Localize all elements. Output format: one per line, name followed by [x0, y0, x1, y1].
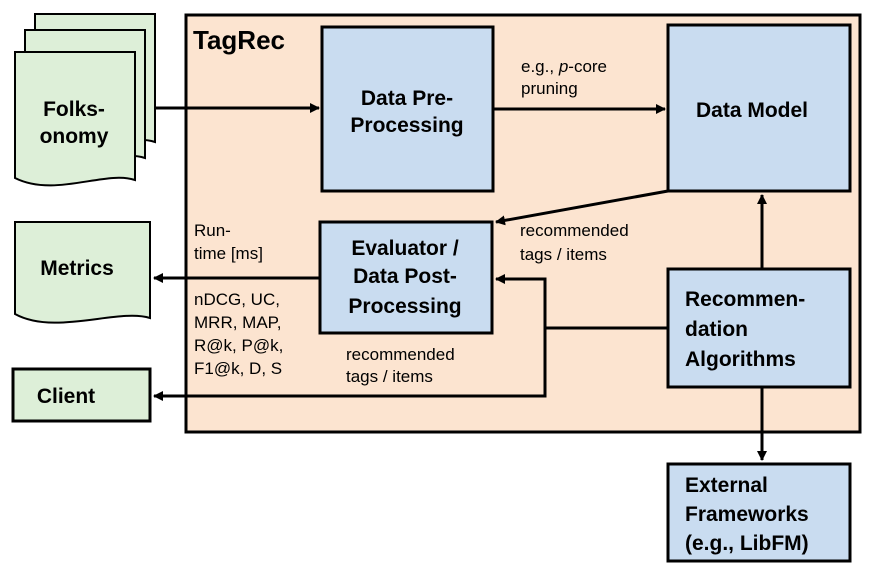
- external-frameworks-line1: External: [685, 474, 768, 497]
- runtime-line1: Run-: [194, 221, 231, 240]
- metrics-list-line1: nDCG, UC,: [194, 290, 280, 309]
- arrow-to-client: [153, 328, 547, 401]
- metrics-output: Metrics: [14, 221, 151, 324]
- arrow-datamodel-to-evaluator: [495, 189, 669, 226]
- metrics-list-line3: R@k, P@k,: [194, 336, 283, 355]
- external-frameworks-line3: (e.g., LibFM): [685, 532, 809, 555]
- folksonomy-label-line2: onomy: [40, 125, 109, 148]
- data-model-box: Data Model: [666, 23, 852, 193]
- rec-upper-line1: recommended: [520, 221, 629, 240]
- metrics-list-line2: MRR, MAP,: [194, 313, 282, 332]
- external-frameworks-box: External Frameworks (e.g., LibFM): [666, 462, 852, 563]
- recommendation-algorithms-box: Recommen- dation Algorithms: [666, 267, 852, 389]
- client-label: Client: [37, 385, 95, 408]
- edge-labels: e.g., p-core pruning recommended tags / …: [194, 57, 629, 386]
- data-preprocessing-box: Data Pre- Processing: [320, 25, 495, 193]
- evaluator-line2: Data Post-: [353, 265, 457, 288]
- runtime-line2: time [ms]: [194, 244, 263, 263]
- container-title: TagRec: [193, 25, 285, 55]
- data-preprocessing-line1: Data Pre-: [361, 87, 453, 110]
- rec-algorithms-line2: dation: [685, 318, 748, 341]
- evaluator-line1: Evaluator /: [351, 237, 459, 260]
- data-preprocessing-line2: Processing: [350, 114, 463, 137]
- rec-upper-line2: tags / items: [520, 245, 607, 264]
- metrics-label: Metrics: [40, 257, 114, 280]
- data-model-label: Data Model: [696, 99, 808, 122]
- folksonomy-input: Folks- onomy: [14, 13, 156, 187]
- client-output: Client: [11, 367, 152, 423]
- pcore-label-line2: pruning: [521, 79, 578, 98]
- folksonomy-label-line1: Folks-: [43, 98, 105, 121]
- arrows: [153, 103, 767, 461]
- rec-lower-line1: recommended: [346, 345, 455, 364]
- metrics-list-line4: F1@k, D, S: [194, 359, 282, 378]
- rec-lower-line2: tags / items: [346, 367, 433, 386]
- arrow-algorithms-to-evaluator: [495, 274, 668, 330]
- rec-algorithms-line1: Recommen-: [685, 288, 805, 311]
- external-frameworks-line2: Frameworks: [685, 503, 809, 526]
- evaluator-box: Evaluator / Data Post- Processing: [318, 220, 494, 335]
- evaluator-line3: Processing: [348, 295, 461, 318]
- pcore-label-line1: e.g., p-core: [521, 57, 607, 76]
- rec-algorithms-line3: Algorithms: [685, 348, 796, 371]
